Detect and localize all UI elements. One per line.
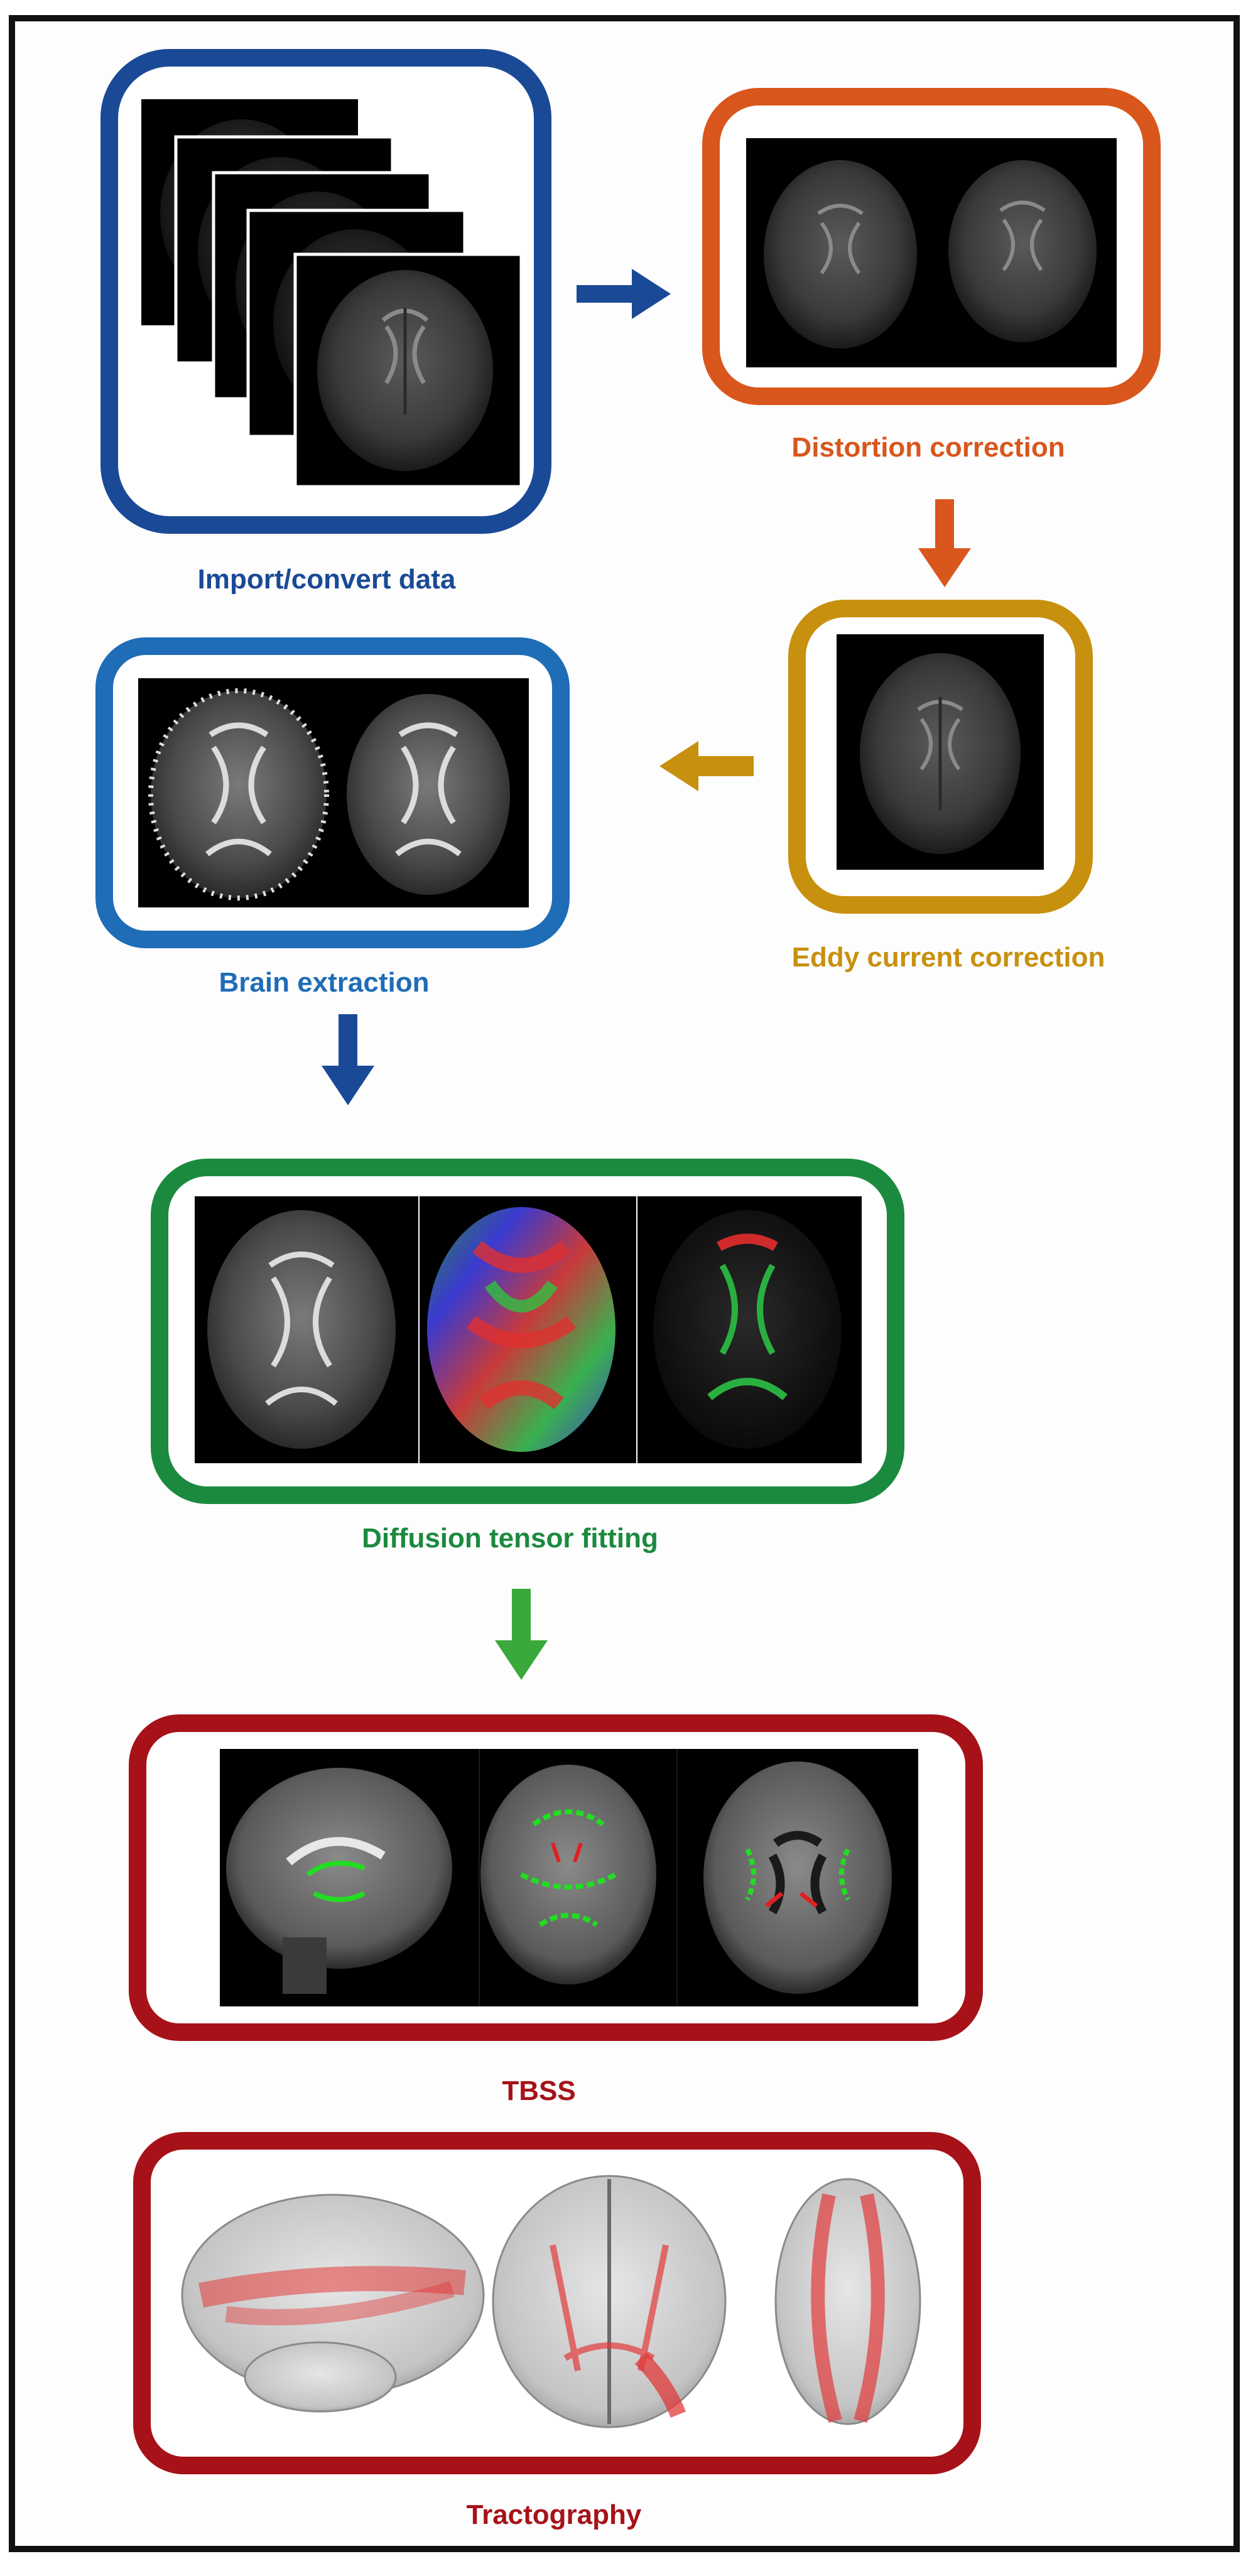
brain-extraction-image: [138, 678, 529, 907]
distortion-label: Distortion correction: [791, 432, 1065, 463]
eddy-label: Eddy current correction: [791, 942, 1105, 973]
brain-extraction-label: Brain extraction: [219, 967, 430, 998]
tractography-image: [176, 2170, 942, 2437]
import-label: Import/convert data: [197, 564, 456, 595]
arrow-distortion-to-eddy: [918, 499, 971, 587]
import-image-stack: [135, 94, 524, 490]
tensor-image: [195, 1196, 862, 1463]
tbss-image: [220, 1749, 918, 2006]
tensor-label: Diffusion tensor fitting: [362, 1523, 658, 1554]
arrow-import-to-distortion: [577, 269, 671, 319]
arrow-brain-to-tensor: [322, 1014, 374, 1105]
import-slice-front: [293, 252, 523, 489]
eddy-image: [837, 634, 1044, 870]
tractography-label: Tractography: [466, 2499, 642, 2530]
arrow-tensor-to-tbss: [495, 1589, 548, 1680]
arrow-eddy-to-brain: [659, 741, 754, 791]
distortion-image: [746, 138, 1117, 367]
tbss-label: TBSS: [502, 2075, 576, 2106]
